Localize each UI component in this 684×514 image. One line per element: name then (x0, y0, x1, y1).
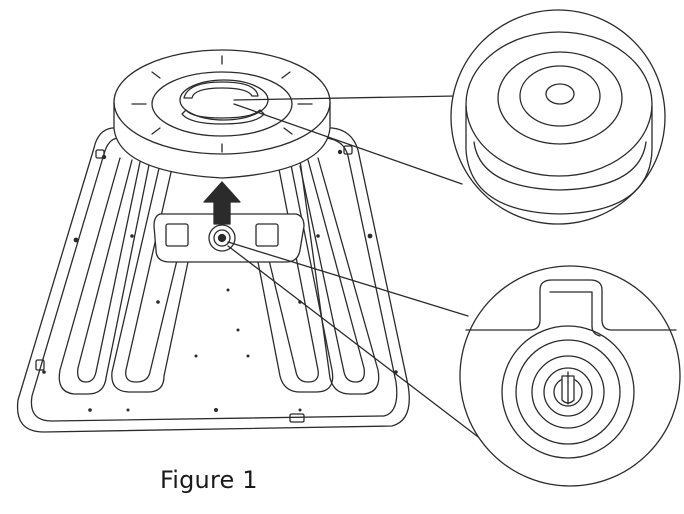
callout-bottom-ring-2 (515, 339, 621, 445)
callout-top-band (473, 141, 647, 191)
callout-bottom-ring-3 (531, 355, 605, 429)
callout-top-cylinder-top (465, 31, 653, 177)
callout-top-ring-1 (497, 51, 623, 145)
lamp-body-lower-slot (181, 109, 265, 125)
lamp-body-tick-marks (131, 55, 313, 153)
slot-midright-inner (267, 163, 319, 383)
callout-top-ring-3 (545, 83, 575, 105)
bracket-clip-right (255, 223, 279, 247)
lamp-body (113, 49, 331, 179)
lamp-body-top (113, 49, 331, 155)
plate-connector-mid (213, 229, 231, 247)
callout-bottom (459, 265, 681, 487)
callout-bottom-ring-4 (543, 367, 593, 417)
plate-connector-inner (217, 233, 227, 243)
lamp-body-top-inner (151, 71, 293, 137)
callout-top-ring-2 (519, 65, 601, 127)
up-arrow-icon (203, 181, 241, 225)
callout-top-frame (450, 9, 666, 225)
edge-tab-left-lower (35, 359, 45, 371)
edge-tab-bottom (289, 413, 305, 423)
slot-left-inner (77, 159, 141, 383)
slot-left-outer (58, 157, 151, 395)
slot-midright-outer (257, 159, 334, 393)
edge-tab-left (95, 149, 105, 159)
slot-midleft-inner (125, 167, 179, 383)
figure-caption: Figure 1 (160, 466, 258, 494)
callout-bottom-socket-outline (465, 279, 677, 331)
callout-bottom-ring-1 (501, 325, 635, 459)
lamp-body-center-slot (183, 81, 259, 99)
mounting-plate (16, 127, 410, 433)
callout-leaders (227, 95, 491, 447)
bracket-clip-left (165, 223, 189, 247)
edge-tab-right (343, 145, 353, 155)
callout-top (450, 9, 666, 225)
slot-midleft-outer (111, 163, 189, 393)
slot-right-outer (299, 157, 380, 395)
callout-top-cylinder-side (465, 105, 653, 215)
slot-right-inner (299, 159, 365, 383)
